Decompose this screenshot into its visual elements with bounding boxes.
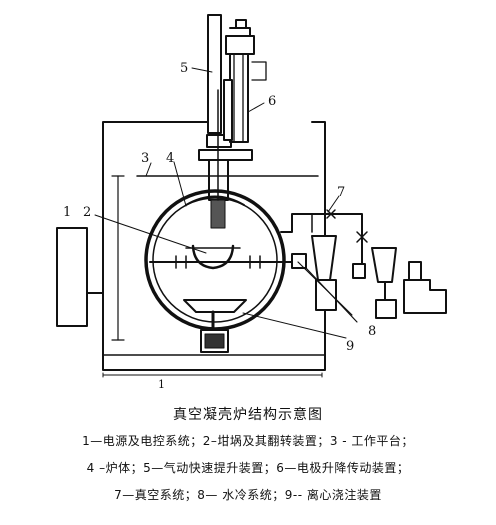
electrode-lift-drive	[223, 19, 267, 143]
dimension-label: 1	[158, 378, 165, 391]
leader-lines	[94, 67, 347, 339]
label-1: 1	[63, 205, 71, 220]
working-platform	[102, 121, 326, 371]
label-3: 3	[141, 151, 149, 166]
figure-title: 真空凝壳炉结构示意图	[173, 407, 323, 423]
vacuum-skull-furnace-diagram: 1 2 3 4 5 6 7 8 9 1	[56, 14, 447, 391]
legend-line-3: 7—真空系统；8— 水冷系统；9-- 离心浇注装置	[114, 488, 382, 502]
crucible-tilt-assembly	[149, 244, 307, 270]
vacuum-system	[280, 209, 447, 319]
label-7: 7	[337, 185, 345, 200]
label-4: 4	[166, 151, 174, 166]
label-8: 8	[368, 324, 376, 339]
label-2: 2	[83, 205, 91, 220]
centrifugal-casting-device	[183, 299, 247, 353]
dimension-line	[102, 372, 323, 378]
legend-line-2: 4 –炉体；5—气动快速提升装置；6—电极升降传动装置；	[86, 461, 410, 475]
water-cooling-system	[297, 261, 358, 323]
label-5: 5	[180, 61, 188, 76]
legend-line-1: 1—电源及电控系统；2–坩埚及其翻转装置；3 - 工作平台；	[82, 434, 414, 448]
label-9: 9	[346, 339, 354, 354]
power-supply-cabinet	[56, 227, 88, 327]
label-6: 6	[268, 94, 276, 109]
